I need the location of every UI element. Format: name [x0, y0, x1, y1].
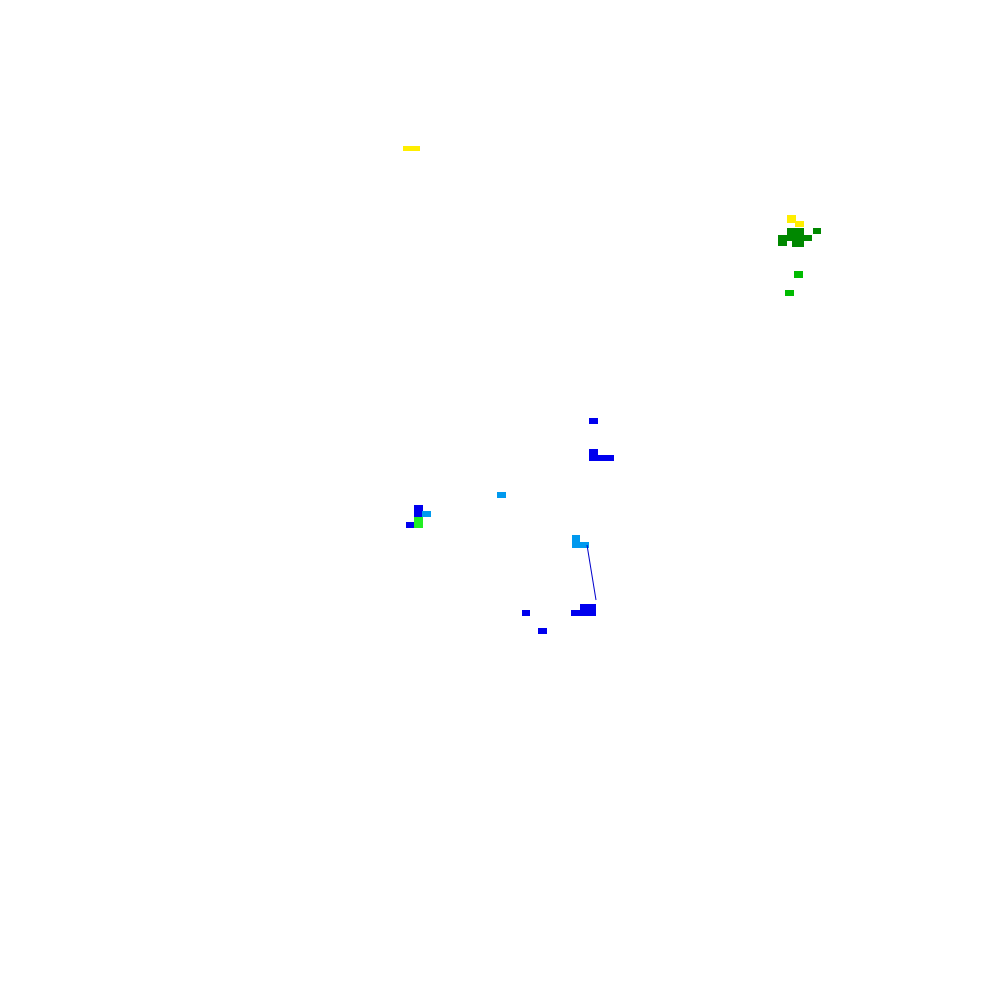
blue-cell — [406, 522, 415, 528]
light-blue-cell — [422, 511, 431, 517]
dark-green-cell — [778, 235, 787, 246]
blue-cell — [522, 610, 530, 616]
track-line — [586, 544, 597, 601]
line-layer — [586, 544, 597, 601]
yellow-cell — [787, 215, 796, 223]
blue-cell — [580, 604, 596, 616]
blue-cell — [589, 418, 598, 424]
blue-cell — [538, 628, 547, 634]
blue-cell — [571, 610, 582, 616]
blue-cell — [597, 455, 614, 461]
dark-green-cell — [786, 235, 812, 241]
light-blue-cell — [497, 492, 506, 498]
dark-green-cell — [813, 228, 821, 234]
green-cell — [794, 271, 803, 278]
blue-cell — [414, 505, 423, 517]
green-cell — [785, 290, 794, 296]
bright-green-cell — [414, 517, 423, 528]
blue-cell — [589, 449, 598, 461]
yellow-cell — [403, 146, 420, 151]
light-blue-cell — [579, 542, 589, 548]
cell-layer — [403, 146, 821, 634]
dark-green-cell — [792, 240, 804, 247]
light-blue-cell — [572, 535, 580, 548]
yellow-cell — [795, 221, 804, 227]
dark-green-cell — [787, 228, 804, 236]
